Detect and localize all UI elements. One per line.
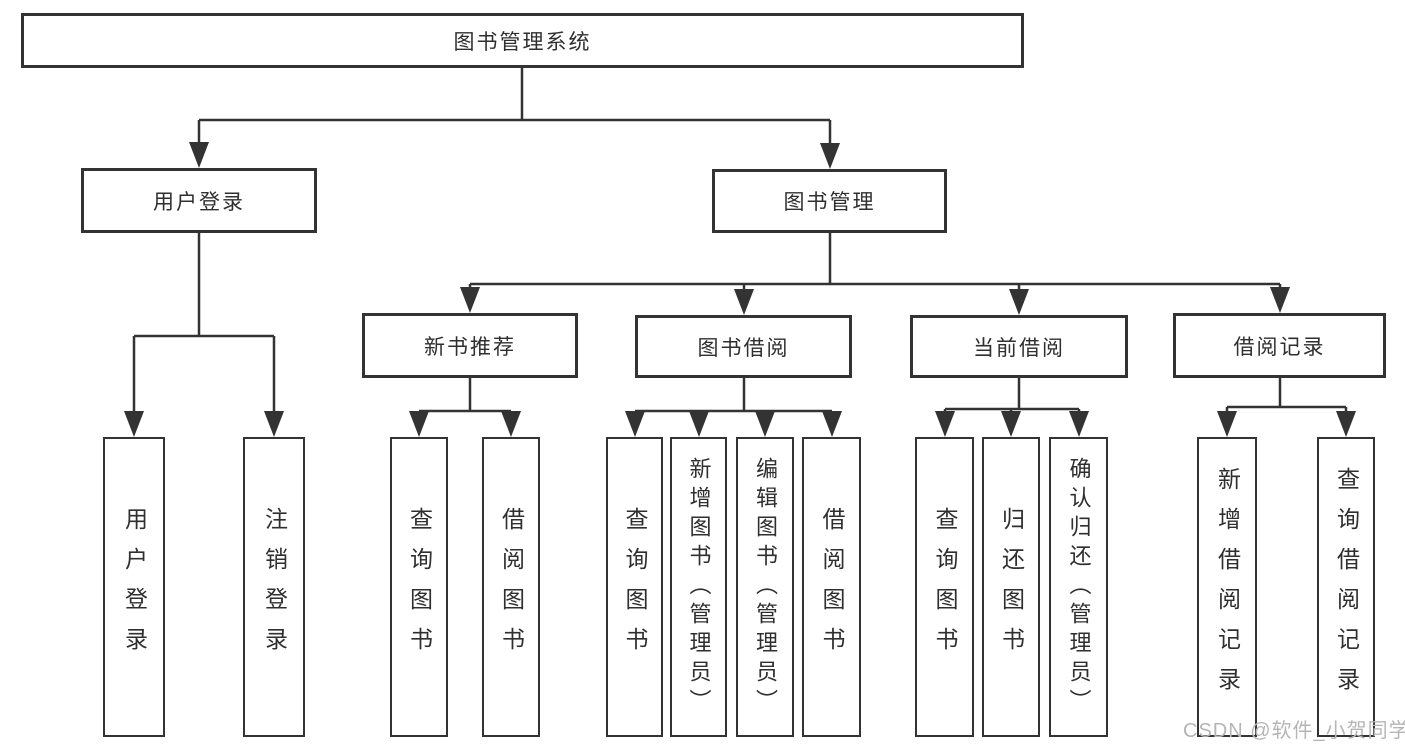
leaf-logout: 注销登录 (243, 437, 305, 737)
node-book-borrow-label: 图书借阅 (697, 336, 790, 360)
node-root-label: 图书管理系统 (453, 30, 592, 54)
leaf-add-borrow-record: 新增借阅记录 (1197, 437, 1257, 737)
leaf-return-books-label: 归还图书 (998, 507, 1025, 667)
leaf-borrow-query-books: 查询图书 (606, 437, 663, 737)
leaf-add-books-admin: 新增图书（管理员） (670, 437, 727, 737)
leaf-recommend-borrow-books: 借阅图书 (482, 437, 540, 737)
leaf-user-login: 用户登录 (103, 437, 165, 737)
leaf-current-query-books-label: 查询图书 (932, 507, 958, 667)
node-borrow-records-label: 借阅记录 (1233, 335, 1326, 359)
leaf-recommend-query-books-label: 查询图书 (406, 507, 433, 667)
node-new-book-recommend-label: 新书推荐 (424, 335, 516, 359)
leaf-borrow-books: 借阅图书 (802, 437, 861, 737)
leaf-query-borrow-record: 查询借阅记录 (1317, 437, 1375, 737)
node-user-login-label: 用户登录 (153, 190, 245, 214)
node-current-borrow-label: 当前借阅 (973, 336, 1065, 360)
node-borrow-records: 借阅记录 (1173, 313, 1386, 378)
leaf-recommend-borrow-books-label: 借阅图书 (498, 507, 525, 667)
leaf-edit-books-admin: 编辑图书（管理员） (736, 437, 794, 737)
leaf-recommend-query-books: 查询图书 (390, 437, 448, 737)
leaf-logout-label: 注销登录 (261, 507, 288, 667)
node-book-borrow: 图书借阅 (635, 315, 852, 378)
leaf-add-borrow-record-label: 新增借阅记录 (1214, 467, 1241, 707)
node-new-book-recommend: 新书推荐 (362, 313, 578, 378)
leaf-borrow-query-books-label: 查询图书 (622, 507, 648, 667)
leaf-query-borrow-record-label: 查询借阅记录 (1333, 467, 1360, 707)
node-book-management-label: 图书管理 (783, 191, 876, 214)
leaf-confirm-return-admin-label: 确认归还（管理员） (1066, 456, 1092, 718)
node-root: 图书管理系统 (21, 13, 1024, 68)
leaf-edit-books-admin-label: 编辑图书（管理员） (753, 456, 778, 718)
leaf-confirm-return-admin: 确认归还（管理员） (1049, 437, 1108, 737)
csdn-watermark: CSDN @软件_小贺同学 (1183, 720, 1405, 742)
leaf-borrow-books-label: 借阅图书 (819, 507, 845, 667)
leaf-user-login-label: 用户登录 (121, 507, 148, 667)
leaf-return-books: 归还图书 (982, 437, 1040, 737)
node-user-login: 用户登录 (81, 168, 317, 233)
node-book-management: 图书管理 (712, 169, 947, 233)
leaf-add-books-admin-label: 新增图书（管理员） (686, 456, 712, 718)
node-current-borrow: 当前借阅 (910, 315, 1128, 378)
leaf-current-query-books: 查询图书 (915, 437, 974, 737)
